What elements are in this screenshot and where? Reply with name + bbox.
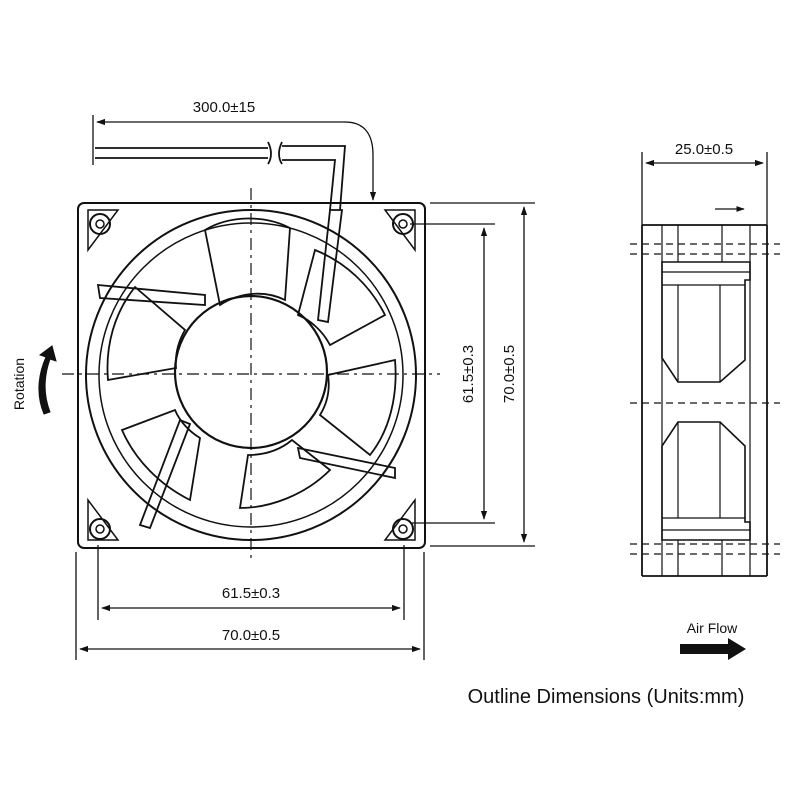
- fan-spokes: [96, 209, 396, 530]
- cable-length-label: 300.0±15: [193, 99, 255, 116]
- vertical-dimensions: [410, 202, 535, 547]
- mounting-hole-top-left: [89, 213, 111, 235]
- drawing-caption: Outline Dimensions (Units:mm): [468, 686, 745, 708]
- side-view: [630, 206, 780, 577]
- airflow-arrow-icon: [680, 638, 746, 660]
- airflow-label: Air Flow: [687, 620, 738, 636]
- front-view: [62, 188, 440, 562]
- cable-length-dimension: [92, 115, 377, 201]
- frame-width-label: 70.0±0.5: [222, 627, 280, 644]
- rotation-label: Rotation: [11, 358, 27, 410]
- mounting-hole-bottom-left: [89, 518, 111, 540]
- depth-label: 25.0±0.5: [675, 141, 733, 158]
- fan-cable: [95, 141, 346, 211]
- horizontal-dimensions: [75, 545, 425, 660]
- rotation-arrow-icon: [38, 345, 57, 415]
- hole-spacing-vertical-label: 61.5±0.3: [460, 345, 477, 403]
- hole-spacing-horizontal-label: 61.5±0.3: [222, 585, 280, 602]
- frame-height-label: 70.0±0.5: [501, 345, 518, 403]
- mounting-hole-bottom-right: [392, 518, 414, 540]
- depth-dimension: [641, 152, 768, 225]
